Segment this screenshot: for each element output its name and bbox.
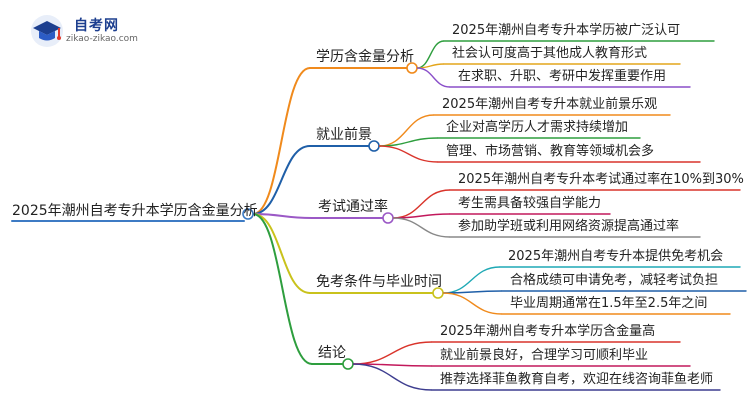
root-node-dot xyxy=(242,208,254,220)
logo-domain: zikao-zikao.com xyxy=(66,34,138,44)
logo-brand: 自考网 xyxy=(74,18,119,34)
leaf-connector xyxy=(352,341,433,365)
leaf-node: 2025年潮州自考专升本学历被广泛认可 xyxy=(452,23,681,38)
leaf-node: 在求职、升职、考研中发挥重要作用 xyxy=(458,69,667,84)
branch-connector xyxy=(252,213,311,294)
leaf-connector xyxy=(378,114,435,147)
leaf-node: 参加助学班或利用网络资源提高通过率 xyxy=(458,219,680,234)
leaf-node: 合格成绩可申请免考，减轻考试负担 xyxy=(510,273,719,288)
root-node: 2025年潮州自考专升本学历含金量分析 xyxy=(12,203,258,219)
branch-connector xyxy=(252,67,311,215)
branch-value-analysis: 学历含金量分析 xyxy=(316,49,414,65)
branch-employment-prospects: 就业前景 xyxy=(316,127,372,143)
branch-connector xyxy=(252,213,313,219)
leaf-connector xyxy=(416,63,445,69)
branch-connector xyxy=(252,213,313,365)
leaf-connector xyxy=(392,213,451,219)
branch-exemption-graduation: 免考条件与毕业时间 xyxy=(316,274,442,290)
leaf-connector xyxy=(352,363,433,391)
leaf-connector xyxy=(416,67,451,88)
leaf-node: 考生需具备较强自学能力 xyxy=(458,196,602,211)
leaf-node: 2025年潮州自考专升本就业前景乐观 xyxy=(442,97,658,112)
branch-conclusion: 结论 xyxy=(318,345,346,361)
leaf-node: 社会认可度高于其他成人教育形式 xyxy=(452,46,648,61)
branch-connector xyxy=(252,145,311,215)
site-logo[interactable]: 自考网 zikao-zikao.com xyxy=(30,14,150,50)
leaf-node: 推荐选择菲鱼教育自考，欢迎在线咨询菲鱼老师 xyxy=(440,372,714,387)
graduation-cap-icon xyxy=(31,15,63,47)
leaf-node: 就业前景良好，合理学习可顺利毕业 xyxy=(440,348,649,363)
branch-pass-rate: 考试通过率 xyxy=(318,199,388,215)
leaf-node: 毕业周期通常在1.5年至2.5年之间 xyxy=(510,296,708,311)
leaf-node: 2025年潮州自考专升本学历含金量高 xyxy=(440,324,656,339)
leaf-connector xyxy=(378,145,439,163)
leaf-connector xyxy=(442,266,501,294)
leaf-connector xyxy=(392,217,451,238)
leaf-node: 2025年潮州自考专升本提供免考机会 xyxy=(508,249,724,264)
leaf-node: 管理、市场营销、教育等领域机会多 xyxy=(446,144,655,159)
leaf-node: 企业对高学历人才需求持续增加 xyxy=(446,120,629,135)
leaf-node: 2025年潮州自考专升本考试通过率在10%到30% xyxy=(458,172,744,187)
leaf-connector xyxy=(442,292,503,315)
